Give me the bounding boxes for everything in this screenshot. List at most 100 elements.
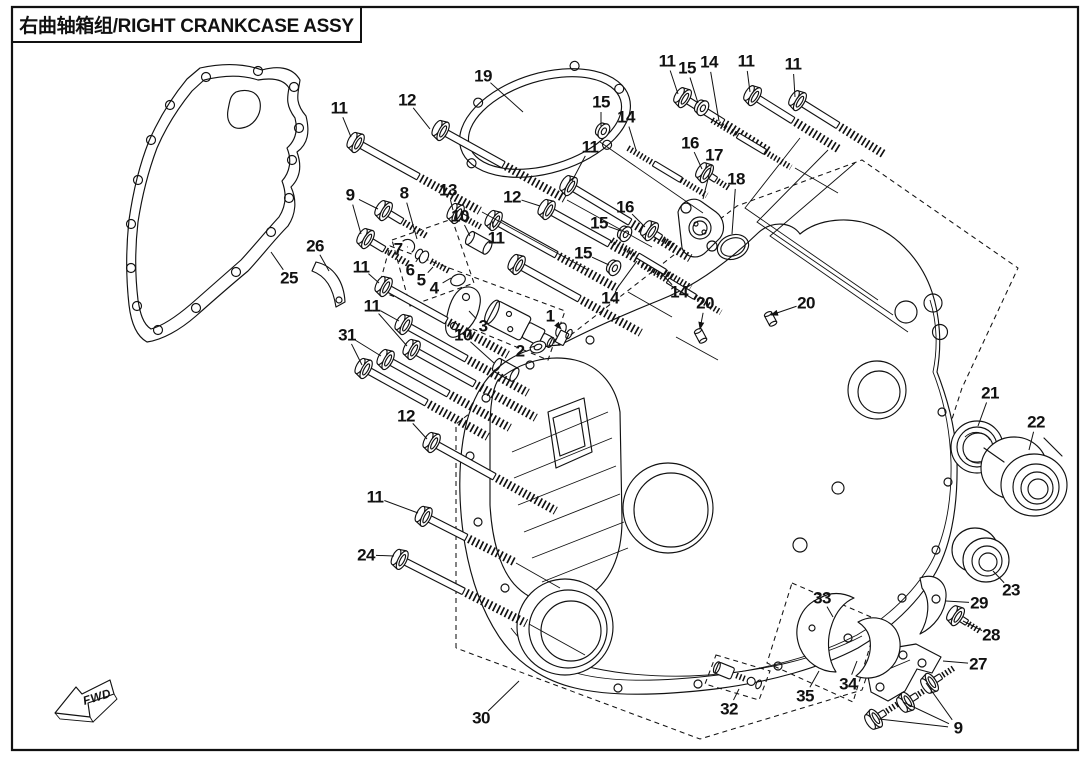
callout-9: 9 [345,185,355,205]
leader-line-19 [490,83,523,112]
leader-line-22 [1029,432,1034,450]
callout-11: 11 [737,51,755,71]
leader-line-34 [852,661,857,675]
callout-26: 26 [306,236,324,256]
callout-7: 7 [393,239,403,259]
leader-line-6 [416,256,420,262]
leader-line-33 [827,607,833,617]
leader-line-9 [903,702,949,724]
callout-29: 29 [970,593,988,613]
callout-14: 14 [617,107,635,127]
callout-24: 24 [357,545,375,565]
part-22-ball-bearing [981,437,1067,516]
leader-line-9 [879,719,948,727]
leader-line-20 [698,313,705,330]
callout-14: 14 [670,282,688,302]
callout-10: 10 [451,206,469,226]
leader-line-14 [711,72,719,121]
leader-line-11 [384,500,418,513]
leader-line-14 [660,272,672,285]
part-18-o-ring [714,230,752,263]
callout-6: 6 [405,260,415,280]
leader-line-31 [351,344,362,365]
callout-35: 35 [796,686,814,706]
callout-15: 15 [678,58,696,78]
leader-line-9 [353,205,361,234]
part-29-wedge [920,576,946,634]
callout-12: 12 [397,406,415,426]
callout-25: 25 [280,268,298,288]
leader-line-12 [413,423,427,439]
callout-10: 10 [454,325,472,345]
leader-line-10 [470,342,494,363]
leader-line-13 [450,200,453,210]
title-block: 右曲轴箱组/RIGHT CRANKCASE ASSY [12,7,361,42]
leader-line-2 [529,346,535,348]
callout-31: 31 [338,325,356,345]
callout-22: 22 [1027,412,1045,432]
leader-line-35 [810,671,819,687]
callout-8: 8 [399,183,409,203]
callout-11: 11 [658,51,676,71]
callout-12: 12 [503,187,521,207]
callout-27: 27 [969,654,987,674]
leader-line-31 [356,340,381,356]
callout-34: 34 [839,674,857,694]
leader-line-3 [469,311,476,319]
leader-line-1 [554,321,562,330]
leader-lines [271,70,1034,726]
leader-line-24 [376,555,394,556]
leader-line-18 [732,189,735,234]
nut-15 [603,256,624,279]
leader-line-11 [747,71,750,92]
callout-4: 4 [429,278,439,298]
leader-line-12 [413,108,430,129]
bolt-16 [638,218,680,255]
page-title: 右曲轴箱组/RIGHT CRANKCASE ASSY [19,16,354,37]
leader-line-26 [320,255,329,271]
leader-line-29 [946,601,969,602]
leader-line-8 [407,203,417,239]
callout-20: 20 [696,293,714,313]
leader-line-30 [488,681,519,711]
callout-16: 16 [616,197,634,217]
leader-line-14 [629,127,636,150]
leader-line-11 [379,314,407,346]
leader-line-11 [492,221,494,228]
part-17-flange [678,199,723,257]
callout-2: 2 [515,341,525,361]
leader-line-11 [794,74,795,97]
callout-19: 19 [474,66,492,86]
callout-9: 9 [953,718,963,738]
leader-line-32 [733,689,739,700]
leader-line-5 [428,267,433,273]
callout-15: 15 [592,92,610,112]
leader-line-11 [381,311,399,321]
page-border [12,7,1078,750]
part-33-34-half-shells [767,583,900,702]
callout-18: 18 [727,169,745,189]
part-3-oil-strainer-assy [378,219,575,360]
part-23-bearing [952,528,1009,582]
callout-11: 11 [581,137,599,157]
part-32-plunger-set [705,655,770,700]
leader-line-15 [592,257,609,265]
leader-line-27 [943,661,968,663]
callout-15: 15 [590,213,608,233]
callout-33: 33 [813,588,831,608]
part-26-guide [312,262,345,307]
callout-17: 17 [705,145,723,165]
bolt-9 [372,198,432,245]
leader-line-15 [608,226,621,231]
leader-line-20 [770,306,797,316]
leader-line-23 [993,571,1004,583]
callout-1: 1 [545,306,555,326]
leader-line-12 [522,200,540,206]
bolt-11 [786,88,890,163]
callout-11: 11 [487,228,505,248]
leader-line-11 [670,70,678,94]
callout-12: 12 [398,90,416,110]
leader-line-11 [368,274,379,283]
